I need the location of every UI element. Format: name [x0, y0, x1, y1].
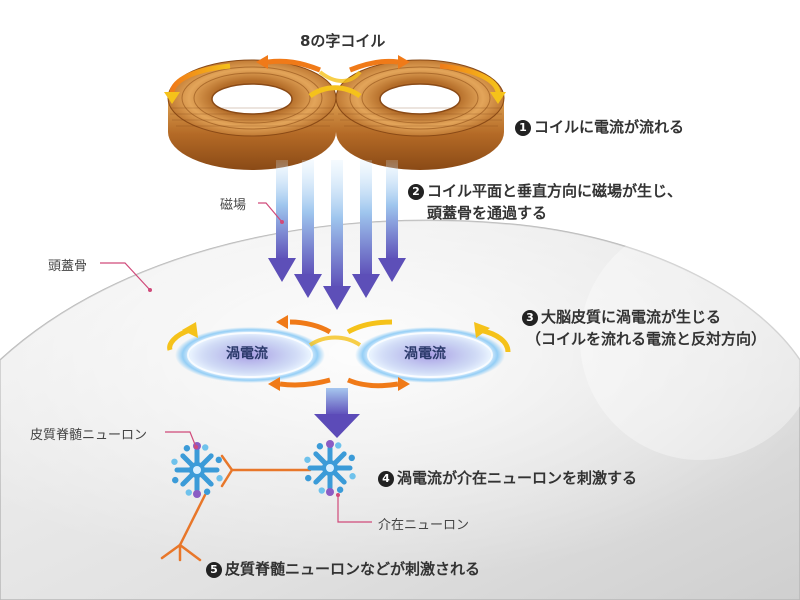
step-number-badge: 2: [408, 184, 424, 200]
figure8-coil: [167, 59, 505, 170]
eddy-current-label-left: 渦電流: [226, 346, 268, 362]
step-number-badge: 5: [206, 562, 222, 578]
step-number-badge: 4: [378, 471, 394, 487]
corticospinal-neuron-icon: [171, 442, 223, 498]
step-number-badge: 1: [515, 120, 531, 136]
axon-lines: [160, 454, 312, 562]
step-number-badge: 3: [522, 310, 538, 326]
eddy-current-label-right: 渦電流: [404, 346, 446, 362]
step-5-text: 皮質脊髄ニューロンなどが刺激される: [225, 560, 481, 578]
interneuron-icon: [304, 440, 356, 496]
corticospinal-neuron-label: 皮質脊髄ニューロン: [30, 428, 148, 443]
skull: [0, 219, 800, 600]
magnetic-field-arrows: [268, 160, 406, 310]
step-1-text: コイルに電流が流れる: [534, 118, 685, 136]
step-2-text-line1: コイル平面と垂直方向に磁場が生じ、: [427, 182, 683, 200]
coil-title: 8の字コイル: [300, 32, 386, 50]
step-3-text-line2: （コイルを流れる電流と反対方向）: [526, 330, 767, 348]
coil-current-arrows: [164, 55, 506, 104]
interneuron-label: 介在ニューロン: [378, 518, 470, 533]
pointer-lines: [100, 202, 372, 523]
step-4-text: 渦電流が介在ニューロンを刺激する: [397, 469, 638, 487]
eddy-currents: [167, 315, 511, 391]
down-arrow: [314, 388, 360, 438]
step-2-text-line2: 頭蓋骨を通過する: [427, 204, 548, 222]
skull-label: 頭蓋骨: [48, 259, 88, 274]
step-3-text-line1: 大脳皮質に渦電流が生じる: [541, 308, 722, 326]
magnetic-field-label: 磁場: [220, 198, 247, 213]
